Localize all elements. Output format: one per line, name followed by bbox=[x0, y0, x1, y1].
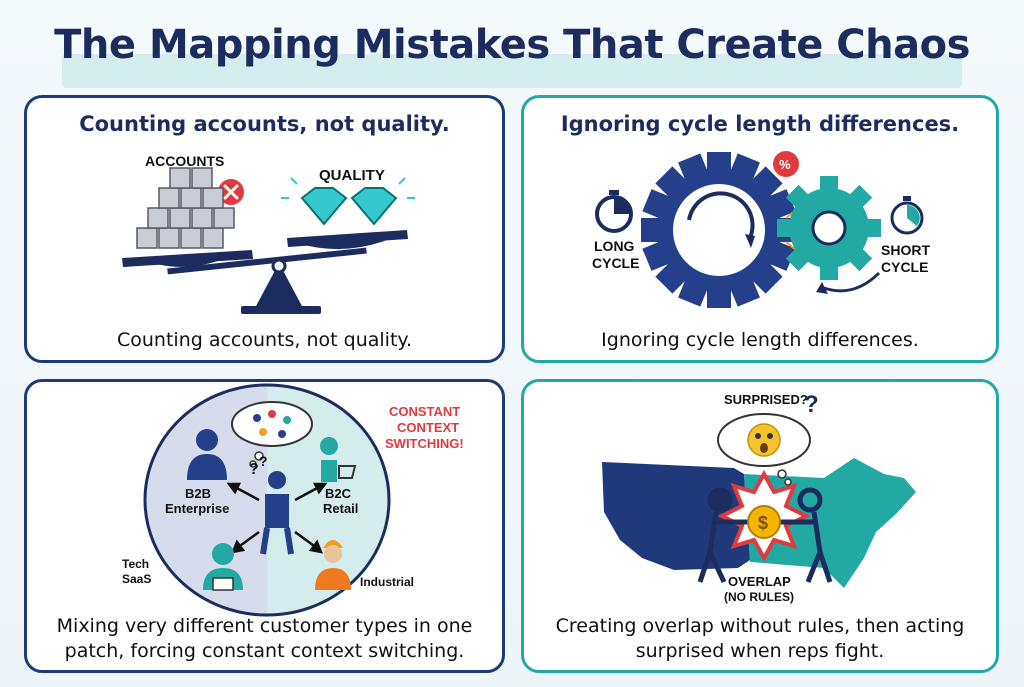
segment-b2c-line2: Retail bbox=[323, 501, 358, 516]
gears-illustration: LONG CYCLE bbox=[592, 151, 930, 308]
segment-industrial: Industrial bbox=[360, 575, 414, 589]
short-cycle-label-2: CYCLE bbox=[881, 259, 928, 275]
callout-line-3: SWITCHING! bbox=[385, 436, 464, 451]
card-cycle-length: Ignoring cycle length differences. LONG … bbox=[521, 95, 999, 363]
card-caption: Mixing very different customer types in … bbox=[56, 615, 473, 662]
callout-line-1: CONSTANT bbox=[389, 404, 460, 419]
card-heading: Ignoring cycle length differences. bbox=[560, 112, 960, 136]
x-mark-icon bbox=[218, 179, 244, 205]
diamond-icon bbox=[281, 177, 415, 226]
segment-tech-line1: Tech bbox=[122, 557, 149, 571]
accounts-label: ACCOUNTS bbox=[145, 153, 224, 169]
fighting-reps-icon bbox=[697, 487, 833, 584]
surprised-face-icon bbox=[747, 423, 781, 457]
quality-label: QUALITY bbox=[319, 167, 385, 184]
long-cycle-label-2: CYCLE bbox=[592, 255, 639, 271]
card-caption: Ignoring cycle length differences. bbox=[601, 329, 919, 351]
small-gear-icon bbox=[777, 176, 881, 280]
page-title: The Mapping Mistakes That Create Chaos bbox=[54, 22, 970, 68]
boxes-icon bbox=[136, 167, 235, 249]
headset-agent-icon bbox=[203, 543, 243, 591]
title-area: The Mapping Mistakes That Create Chaos bbox=[0, 14, 1024, 88]
percent-badge-icon: % bbox=[773, 151, 799, 177]
direction-arrows bbox=[226, 482, 328, 554]
card-caption: Creating overlap without rules, then act… bbox=[555, 615, 965, 662]
stopwatch-icon-2 bbox=[890, 196, 924, 235]
overlap-illustration: SURPRISED? ? $ OVERLAP (NO RULES) bbox=[602, 391, 916, 604]
segment-b2b-line1: B2B bbox=[185, 486, 211, 501]
no-rules-label: (NO RULES) bbox=[724, 590, 794, 604]
svg-text:%: % bbox=[779, 157, 791, 172]
card-caption: Counting accounts, not quality. bbox=[116, 329, 412, 351]
question-mark: ? bbox=[804, 391, 819, 418]
shopper-icon bbox=[320, 437, 357, 482]
card-overlap-rules: SURPRISED? ? $ OVERLAP (NO RULES) Creati… bbox=[521, 379, 999, 673]
title-highlight bbox=[62, 54, 962, 88]
segment-b2c-line1: B2C bbox=[325, 486, 352, 501]
thought-bubble-icon bbox=[231, 401, 313, 468]
large-gear-icon bbox=[641, 152, 797, 308]
scale-illustration: ACCOUNTS QUALITY bbox=[122, 153, 415, 314]
card-mixed-customers: CONSTANT CONTEXT SWITCHING! B2B Enterpri… bbox=[24, 379, 505, 673]
scale-icon bbox=[122, 230, 408, 314]
coin-icon: $ bbox=[747, 505, 781, 539]
segments-illustration: CONSTANT CONTEXT SWITCHING! B2B Enterpri… bbox=[122, 383, 464, 617]
card-heading: Counting accounts, not quality. bbox=[79, 112, 450, 136]
overlap-label: OVERLAP bbox=[728, 574, 791, 589]
surprised-label: SURPRISED? bbox=[724, 392, 808, 407]
card-counting-accounts: Counting accounts, not quality. ACCOUNTS… bbox=[24, 95, 505, 363]
svg-text:$: $ bbox=[758, 513, 768, 533]
confused-person-icon: ? ? bbox=[249, 453, 294, 555]
long-cycle-label: LONG bbox=[594, 238, 635, 254]
short-cycle-label: SHORT bbox=[881, 242, 930, 258]
callout-line-2: CONTEXT bbox=[397, 420, 459, 435]
segment-tech-line2: SaaS bbox=[122, 572, 151, 586]
stopwatch-icon bbox=[595, 190, 633, 233]
svg-text:?: ? bbox=[259, 453, 268, 469]
svg-text:?: ? bbox=[249, 461, 259, 478]
businessman-icon bbox=[187, 429, 227, 480]
hardhat-worker-icon bbox=[315, 540, 351, 590]
segment-b2b-line2: Enterprise bbox=[165, 501, 229, 516]
